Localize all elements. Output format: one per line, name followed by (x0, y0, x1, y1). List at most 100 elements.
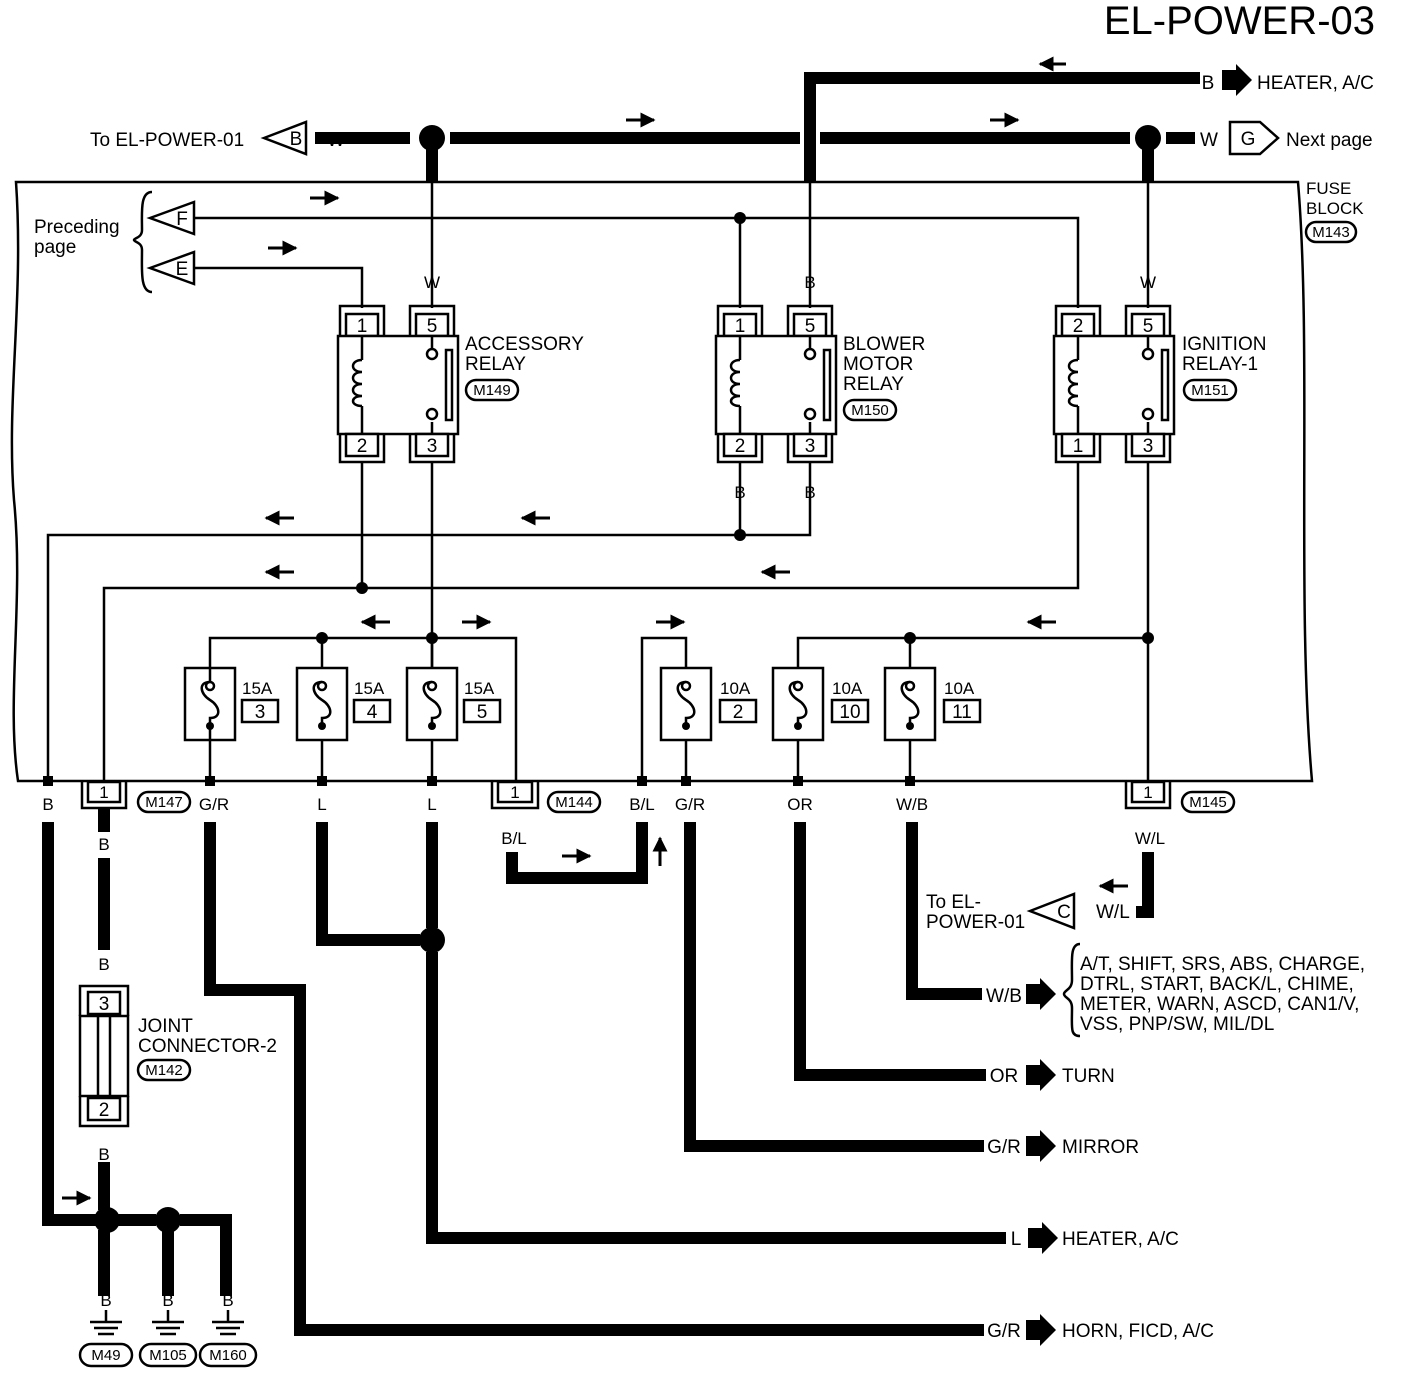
svg-text:MIRROR: MIRROR (1062, 1137, 1139, 1158)
svg-text:2: 2 (357, 436, 368, 457)
svg-text:To EL-: To EL- (926, 892, 981, 913)
svg-text:2: 2 (733, 702, 744, 723)
svg-text:10A: 10A (832, 679, 863, 698)
internal-junctions (316, 212, 1154, 644)
output-horn: G/R HORN, FICD, A/C (987, 1314, 1214, 1346)
svg-text:W: W (1140, 273, 1156, 292)
svg-text:VSS, PNP/SW, MIL/DL: VSS, PNP/SW, MIL/DL (1080, 1014, 1274, 1035)
svg-text:F: F (176, 209, 188, 230)
wire-label: L (317, 795, 326, 814)
svg-text:M105: M105 (149, 1347, 187, 1364)
svg-text:M149: M149 (473, 382, 511, 399)
svg-text:3: 3 (255, 702, 266, 723)
svg-text:MOTOR: MOTOR (843, 354, 913, 375)
svg-text:10A: 10A (720, 679, 751, 698)
svg-text:BLOWER: BLOWER (843, 334, 925, 355)
svg-text:M150: M150 (851, 402, 889, 419)
fuse-4: 15A 4 (295, 666, 392, 742)
wire-label: W/B (896, 795, 928, 814)
svg-text:2: 2 (735, 436, 746, 457)
svg-text:E: E (176, 259, 189, 280)
fuse-10: 10A 10 (771, 666, 870, 742)
svg-text:POWER-01: POWER-01 (926, 912, 1025, 933)
svg-text:4: 4 (367, 702, 378, 723)
svg-text:JOINT: JOINT (138, 1016, 193, 1037)
svg-text:DTRL, START, BACK/L, CHIME,: DTRL, START, BACK/L, CHIME, (1080, 974, 1354, 995)
svg-text:15A: 15A (242, 679, 273, 698)
svg-text:3: 3 (99, 994, 110, 1015)
flow-arrows-internal (264, 510, 1056, 630)
svg-text:15A: 15A (354, 679, 385, 698)
svg-text:G: G (1241, 129, 1256, 150)
ignition-relay-1: 2 5 1 3 IGNITION RELAY-1 M151 W (1052, 273, 1266, 464)
svg-text:Next page: Next page (1286, 130, 1373, 151)
ground-m105: B M105 (138, 1291, 198, 1368)
svg-text:B: B (804, 273, 815, 292)
svg-text:B: B (100, 1291, 111, 1310)
svg-text:B: B (98, 1145, 109, 1164)
ground-m49: B M49 (78, 1291, 134, 1368)
wire-label: L (427, 795, 436, 814)
svg-text:B: B (162, 1291, 173, 1310)
svg-text:RELAY: RELAY (465, 354, 526, 375)
internal-wires (46, 182, 1150, 781)
svg-text:M145: M145 (1189, 794, 1227, 811)
svg-text:1: 1 (99, 783, 108, 802)
svg-text:M142: M142 (145, 1062, 183, 1079)
svg-text:page: page (34, 237, 76, 258)
blower-motor-relay: 1 5 2 3 BLOWER MOTOR RELAY M150 B B B (714, 273, 925, 502)
svg-text:B: B (98, 955, 109, 974)
fuse-block-label-2: BLOCK (1306, 199, 1364, 218)
svg-text:1: 1 (357, 316, 368, 337)
connector-m144: 1 M144 B/L (490, 780, 602, 848)
svg-text:OR: OR (990, 1066, 1019, 1087)
svg-text:B: B (1202, 73, 1215, 94)
svg-text:L: L (1011, 1229, 1022, 1250)
offpage-connector-g: W G Next page (1200, 120, 1373, 156)
svg-text:B: B (734, 483, 745, 502)
output-turn: OR TURN (990, 1059, 1115, 1091)
svg-text:B: B (290, 129, 303, 150)
svg-text:M49: M49 (91, 1347, 120, 1364)
svg-text:5: 5 (477, 702, 488, 723)
svg-text:RELAY: RELAY (843, 374, 904, 395)
offpage-connector-b: To EL-POWER-01 B W (90, 120, 345, 156)
output-heater-ac: L HEATER, A/C (1011, 1222, 1179, 1254)
svg-text:M147: M147 (145, 794, 183, 811)
svg-text:B: B (98, 835, 109, 854)
svg-text:W/L: W/L (1135, 829, 1165, 848)
svg-text:5: 5 (1143, 316, 1154, 337)
svg-text:HEATER, A/C: HEATER, A/C (1257, 73, 1374, 94)
svg-text:B/L: B/L (501, 829, 527, 848)
svg-text:M143: M143 (1312, 224, 1350, 241)
svg-text:M160: M160 (209, 1347, 247, 1364)
svg-text:15A: 15A (464, 679, 495, 698)
svg-text:5: 5 (805, 316, 816, 337)
svg-text:W: W (327, 130, 345, 151)
fuse-block-label-1: FUSE (1306, 179, 1351, 198)
svg-text:2: 2 (99, 1100, 110, 1121)
svg-text:M151: M151 (1191, 382, 1229, 399)
svg-text:1: 1 (735, 316, 746, 337)
bottom-terminals (43, 776, 915, 786)
svg-text:B: B (222, 1291, 233, 1310)
svg-text:1: 1 (510, 783, 519, 802)
wire-label: B/L (629, 795, 655, 814)
wire-label: OR (787, 795, 813, 814)
wire-label: B (42, 795, 53, 814)
flow-arrows-top (268, 56, 1066, 256)
svg-text:TURN: TURN (1062, 1066, 1115, 1087)
ground-m160: B M160 (198, 1291, 258, 1368)
splice-dot (419, 927, 445, 953)
splice-dot (155, 1207, 181, 1233)
svg-text:2: 2 (1073, 316, 1084, 337)
splice-dot (94, 1207, 120, 1233)
svg-text:C: C (1057, 902, 1071, 923)
svg-text:B: B (804, 483, 815, 502)
svg-text:Preceding: Preceding (34, 217, 120, 238)
splice-dot (1135, 125, 1161, 151)
output-wb-systems: W/B A/T, SHIFT, SRS, ABS, CHARGE, DTRL, … (986, 942, 1365, 1038)
svg-text:ACCESSORY: ACCESSORY (465, 334, 584, 355)
svg-text:5: 5 (427, 316, 438, 337)
